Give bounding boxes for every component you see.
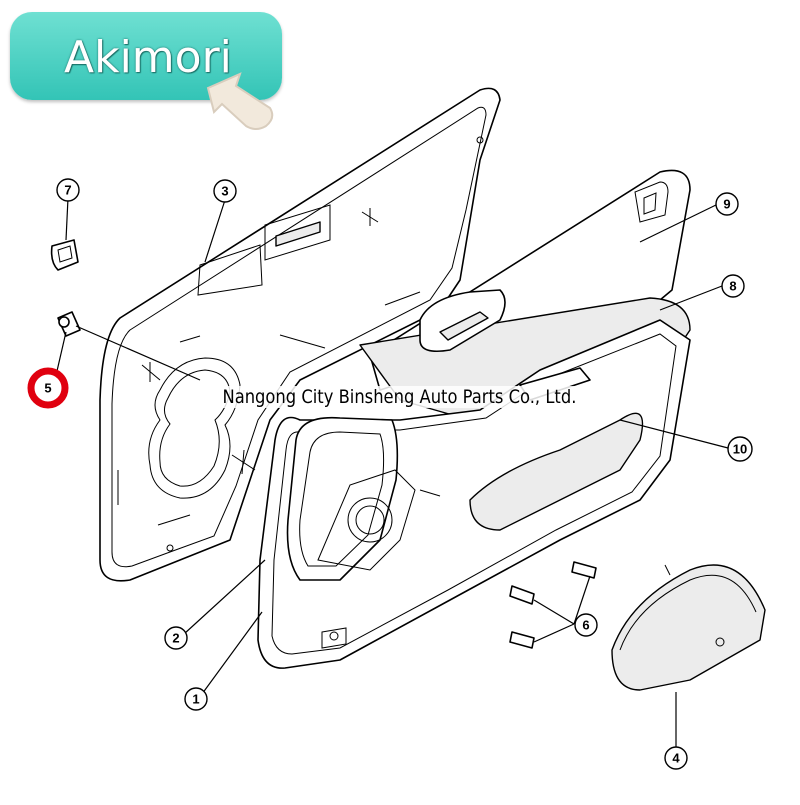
part-7-clip [50,239,79,271]
callout-7: 7 [56,178,80,202]
part-6-screws [509,561,597,649]
callout-1: 1 [184,687,208,711]
part-3-door-inner-panel [99,87,501,582]
part-4-lower-trim-cover [611,564,766,691]
callout-4: 4 [664,746,688,770]
company-watermark-text: Nangong City Binsheng Auto Parts Co., Lt… [219,386,580,408]
part-5-push-pin [57,311,81,337]
callout-10-label: 10 [733,442,747,457]
callout-3-label: 3 [221,184,228,199]
callout-10: 10 [727,436,753,462]
leader-lines [53,197,729,748]
part-1-2-door-trim-panel [257,319,691,669]
callout-9: 9 [715,192,739,216]
hand-cursor-icon [206,72,274,130]
brand-logo-text: Akimori [64,32,232,83]
callout-4-label: 4 [672,751,680,766]
callout-2: 2 [164,626,188,650]
callout-5-label: 5 [44,381,51,396]
company-watermark: Nangong City Binsheng Auto Parts Co., Lt… [55,386,743,408]
callout-8: 8 [721,274,745,298]
callout-3: 3 [213,179,237,203]
callout-5-highlighted: 5 [27,367,69,409]
callout-9-label: 9 [723,197,730,212]
callout-6: 6 [574,613,598,637]
callout-8-label: 8 [729,279,736,294]
callout-2-label: 2 [172,631,179,646]
callout-7-label: 7 [64,183,71,198]
callout-1-label: 1 [192,692,199,707]
callout-6-label: 6 [582,618,589,633]
